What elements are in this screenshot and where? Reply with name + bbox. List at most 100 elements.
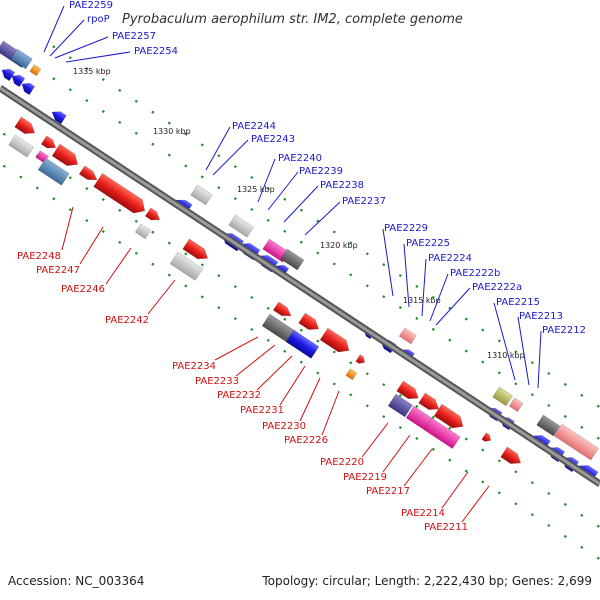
tick-mark — [250, 175, 254, 180]
tick-mark — [52, 197, 56, 201]
tick-mark — [398, 426, 402, 430]
tick-mark — [151, 230, 155, 234]
gene-label: PAE2240 — [278, 153, 322, 164]
tick-mark — [497, 339, 501, 343]
tick-mark — [134, 131, 138, 135]
tick-mark — [118, 120, 122, 124]
tick-mark — [563, 382, 567, 386]
tick-mark — [233, 285, 237, 289]
gene-feature — [508, 397, 524, 413]
tick-mark — [596, 524, 600, 528]
tick-mark — [250, 327, 254, 332]
tick-mark — [547, 524, 551, 528]
gene-label: PAE2230 — [262, 421, 306, 432]
tick-mark — [497, 491, 501, 495]
gene-feature — [553, 423, 599, 461]
tick-mark — [398, 394, 402, 398]
tick-mark — [514, 350, 518, 354]
tick-mark — [299, 360, 303, 364]
tick-mark — [464, 469, 468, 473]
tick-mark — [200, 143, 204, 147]
tick-mark — [448, 426, 452, 430]
gene-label: rpoP — [87, 14, 110, 25]
forward-gene — [78, 165, 98, 181]
tick-mark — [151, 142, 155, 146]
tick-mark — [85, 187, 89, 191]
tick-mark — [184, 252, 188, 256]
tick-mark — [349, 361, 353, 365]
forward-gene — [40, 135, 57, 149]
kbp-tick-label: 1310 kbp — [487, 351, 525, 360]
tick-mark — [415, 316, 419, 320]
tick-mark — [415, 404, 419, 408]
tick-mark — [118, 88, 122, 92]
tick-mark — [316, 371, 320, 375]
tick-mark — [184, 284, 188, 288]
tick-mark — [349, 273, 353, 277]
gene-label: PAE2233 — [195, 376, 239, 387]
kbp-tick-label: 1330 kbp — [153, 127, 191, 136]
tick-mark — [415, 436, 419, 440]
tick-mark — [266, 186, 270, 190]
gene-feature — [280, 248, 305, 271]
forward-gene — [500, 446, 522, 464]
gene-label: PAE2238 — [320, 180, 364, 191]
gene-label: PAE2246 — [61, 284, 105, 295]
tick-mark — [365, 252, 369, 256]
tick-mark — [200, 295, 204, 299]
tick-mark — [101, 229, 105, 234]
tick-mark — [167, 273, 171, 277]
tick-mark — [382, 295, 386, 299]
tick-mark — [101, 77, 105, 82]
tick-mark — [266, 306, 270, 310]
forward-gene — [144, 207, 161, 221]
accession-text: Accession: NC_003364 — [8, 574, 145, 588]
tick-mark — [481, 480, 485, 484]
tick-mark — [151, 262, 155, 266]
tick-mark — [481, 328, 485, 332]
tick-mark — [349, 393, 353, 397]
reverse-gene — [1, 68, 16, 82]
tick-mark — [563, 534, 567, 538]
tick-mark — [167, 121, 171, 125]
gene-label: PAE2219 — [343, 472, 387, 483]
gene-label: PAE2217 — [366, 486, 410, 497]
forward-gene — [51, 143, 79, 167]
tick-mark — [431, 295, 435, 299]
tick-mark — [52, 45, 56, 49]
gene-feature — [536, 414, 561, 437]
tick-mark — [316, 339, 320, 343]
tick-mark — [283, 197, 287, 201]
gene-label: PAE2231 — [240, 405, 284, 416]
gene-label: PAE2242 — [105, 315, 149, 326]
tick-mark — [580, 513, 584, 517]
gene-label: PAE2239 — [299, 166, 343, 177]
kbp-tick-label: 1315 kbp — [403, 296, 441, 305]
forward-gene — [14, 116, 36, 134]
tick-mark — [431, 415, 435, 419]
tick-mark — [68, 208, 72, 212]
tick-mark — [547, 404, 551, 408]
tick-mark — [118, 208, 122, 212]
gene-label: PAE2225 — [406, 238, 450, 249]
kbp-tick-labels: 1335 kbp 1330 kbp 1325 kbp 1320 kbp 1315… — [73, 67, 525, 360]
lower-gene-labels: PAE2248 PAE2247 PAE2246 PAE2242 PAE2234 … — [17, 251, 468, 533]
tick-mark — [448, 338, 452, 342]
tick-mark — [332, 230, 336, 234]
tick-mark — [580, 545, 584, 549]
tick-mark — [250, 295, 254, 300]
gene-feature — [10, 48, 33, 70]
tick-mark — [2, 164, 6, 168]
tick-mark — [283, 229, 287, 233]
tick-mark — [118, 240, 122, 244]
tick-mark — [514, 470, 518, 474]
tick-mark — [464, 349, 468, 353]
tick-mark — [596, 404, 600, 408]
gene-label: PAE2222a — [472, 282, 522, 293]
tick-mark — [514, 502, 518, 506]
tick-mark — [398, 274, 402, 278]
tick-mark — [530, 513, 534, 517]
tick-mark — [233, 165, 237, 169]
gene-feature — [228, 214, 255, 238]
gene-label: PAE2211 — [424, 522, 468, 533]
